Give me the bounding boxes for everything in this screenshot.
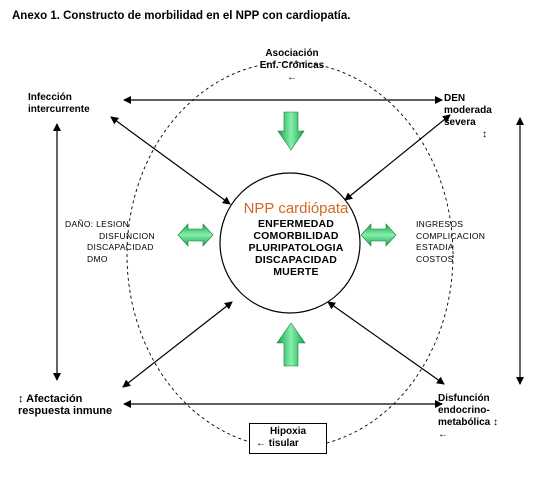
node-den-line3: severa xyxy=(444,117,476,128)
center-block: NPP cardiópata ENFERMEDAD COMORBILIDAD P… xyxy=(220,200,372,278)
diagonal-arrow-top-right xyxy=(344,114,451,201)
node-afectacion: ↕ Afectación respuesta inmune xyxy=(18,393,112,417)
node-afectacion-line2: respuesta inmune xyxy=(18,405,113,417)
left-list-item-discapacidad: DISCAPACIDAD xyxy=(87,242,154,252)
node-infeccion-line2: intercurrente xyxy=(28,104,90,115)
node-asociacion-line1: Asociación xyxy=(265,48,319,59)
node-infeccion-line1: Infección xyxy=(28,92,72,103)
diagonal-arrow-bottom-right xyxy=(327,301,445,385)
right-list-item-complicacion: COMPLICACION xyxy=(416,230,486,241)
node-afectacion-line1: ↕ Afectación xyxy=(18,393,83,405)
hipoxia-box: Hipoxia ← tisular xyxy=(249,423,327,454)
node-den-line1: DEN xyxy=(444,93,466,104)
center-item-muerte: MUERTE xyxy=(273,266,319,278)
center-item-pluripatologia: PLURIPATOLOGIA xyxy=(248,242,344,254)
node-asociacion-line3: ← xyxy=(287,72,297,83)
right-list: INGRESOS COMPLICACION ESTADIA COSTOS xyxy=(416,219,485,265)
outer-dashed-ellipse xyxy=(126,61,454,449)
figure-title: Anexo 1. Constructo de morbilidad en el … xyxy=(12,10,351,22)
green-arrow-down xyxy=(277,111,305,151)
left-list: DAÑO: LESION DISFUNCION DISCAPACIDAD DMO xyxy=(65,219,155,265)
node-hipoxia-line1: Hipoxia xyxy=(269,426,307,437)
center-item-discapacidad: DISCAPACIDAD xyxy=(254,254,338,266)
left-list-item-dano: DAÑO: LESION xyxy=(65,219,130,229)
left-list-item-disfuncion: DISFUNCION xyxy=(99,230,155,241)
right-list-item-ingresos: INGRESOS xyxy=(416,219,464,229)
node-disfuncion-line4: ← xyxy=(438,429,448,440)
left-list-item-dmo: DMO xyxy=(87,253,108,264)
diagonal-arrow-bottom-left xyxy=(122,301,233,388)
node-asociacion: Asociación Enf. Crónicas ← xyxy=(254,48,330,84)
right-list-item-estadia: ESTADIA xyxy=(416,242,454,252)
node-den-line4: ↕ xyxy=(482,129,487,140)
node-hipoxia-line2: ← tisular xyxy=(256,438,299,449)
node-disfuncion-line3: metabólica ↕ xyxy=(438,417,499,428)
right-list-item-costos: COSTOS xyxy=(416,253,454,264)
diagonal-arrow-top-left xyxy=(110,116,231,205)
center-circle xyxy=(219,172,361,314)
center-item-enfermedad: ENFERMEDAD xyxy=(257,218,335,230)
node-disfuncion-line2: endocrino- xyxy=(438,405,490,416)
center-title: NPP cardiópata xyxy=(243,200,349,217)
node-den-line2: moderada xyxy=(444,105,492,116)
center-item-comorbilidad: COMORBILIDAD xyxy=(253,230,339,242)
node-asociacion-line2: Enf. Crónicas xyxy=(259,60,325,71)
node-den: DEN moderada severa ↕ xyxy=(444,93,492,141)
green-double-arrow-right xyxy=(360,223,397,247)
node-infeccion: Infección intercurrente xyxy=(28,92,90,116)
node-disfuncion: Disfunción endocrino- metabólica ↕ ← xyxy=(438,393,498,441)
node-disfuncion-line1: Disfunción xyxy=(438,393,490,404)
green-arrow-up xyxy=(276,322,306,367)
green-double-arrow-left xyxy=(177,223,214,247)
